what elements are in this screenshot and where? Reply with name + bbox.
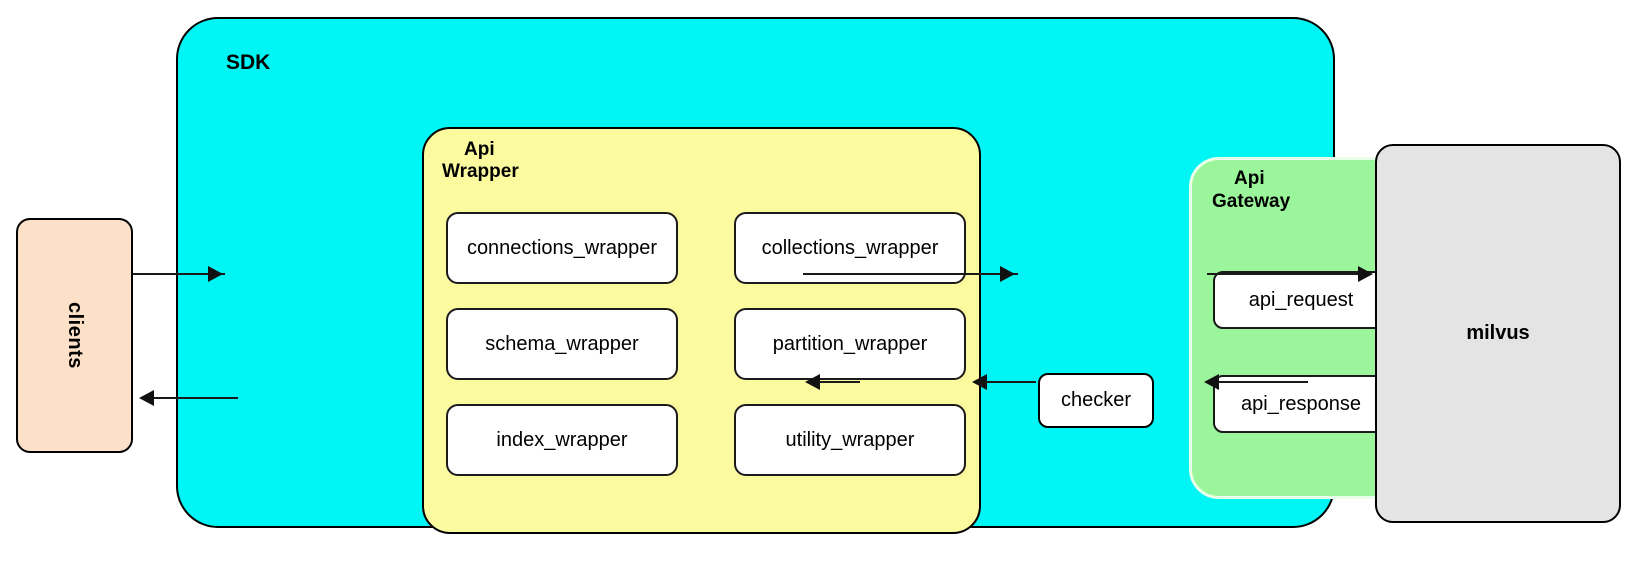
partition-wrapper-box[interactable]: partition_wrapper	[734, 308, 966, 380]
clients-node[interactable]: clients	[16, 218, 133, 453]
connector-checker-to-api-wrapper	[818, 381, 860, 383]
api-wrapper-container[interactable]: Api Wrapper connections_wrapper collecti…	[422, 127, 981, 534]
connector-api-request-to-milvus	[1207, 273, 1367, 275]
api-response-box[interactable]: api_response	[1213, 375, 1389, 433]
connector-clients-to-sdk	[133, 273, 225, 275]
api-gateway-label: Api Gateway	[1212, 168, 1384, 214]
clients-label: clients	[64, 302, 86, 369]
schema-wrapper-box[interactable]: schema_wrapper	[446, 308, 678, 380]
api-gateway-label-line2: Gateway	[1212, 190, 1291, 212]
connections-wrapper-box[interactable]: connections_wrapper	[446, 212, 678, 284]
arrow-left-icon-sdk-to-clients	[139, 390, 154, 406]
api-gateway-label-line1: Api	[1234, 168, 1265, 189]
sdk-label: SDK	[226, 51, 271, 74]
arrow-left-icon-checker-to-api-wrapper	[805, 374, 820, 390]
api-wrapper-label: Api Wrapper	[442, 139, 594, 184]
collections-wrapper-box[interactable]: collections_wrapper	[734, 212, 966, 284]
connector-api-wrapper-to-api-gateway	[803, 273, 1018, 275]
arrow-right-icon-clients-to-sdk	[208, 266, 223, 282]
arrow-right-icon-api-wrapper-to-api-gateway	[1000, 266, 1015, 282]
milvus-node[interactable]: milvus	[1375, 144, 1621, 523]
connector-api-response-to-checker	[976, 381, 1036, 383]
connector-milvus-to-api-response	[1213, 381, 1308, 383]
checker-node[interactable]: checker	[1038, 373, 1154, 428]
api-wrapper-label-line2: Wrapper	[442, 161, 519, 183]
connector-sdk-to-clients	[148, 397, 238, 399]
utility-wrapper-box[interactable]: utility_wrapper	[734, 404, 966, 476]
arrow-left-icon-milvus-to-api-response	[1204, 374, 1219, 390]
sdk-container[interactable]: SDK Api Wrapper connections_wrapper coll…	[176, 17, 1430, 534]
index-wrapper-box[interactable]: index_wrapper	[446, 404, 678, 476]
arrow-right-icon-api-request-to-milvus	[1358, 266, 1373, 282]
arrow-left-icon-api-response-to-checker	[972, 374, 987, 390]
api-wrapper-label-line1: Api	[464, 139, 495, 160]
